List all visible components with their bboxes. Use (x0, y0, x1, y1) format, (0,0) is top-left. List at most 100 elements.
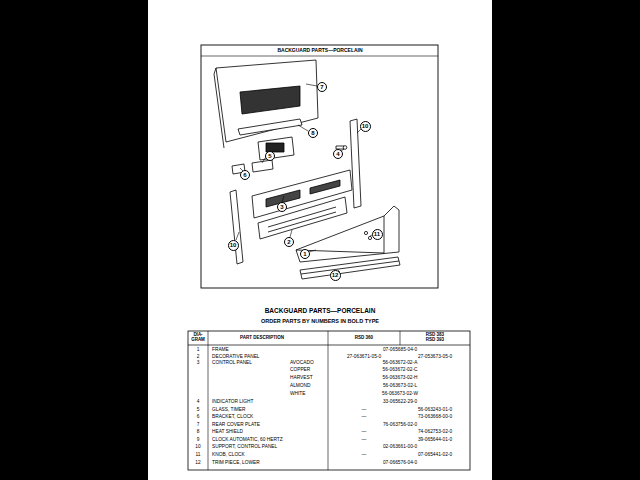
callout-text: 10 (361, 123, 370, 129)
illustration-frame (201, 45, 438, 288)
leader-line (236, 232, 239, 240)
callout-text: 2 (285, 239, 293, 245)
table-cell: — (362, 414, 367, 419)
callout-text: 6 (241, 172, 249, 178)
callout-number: 11 (372, 229, 383, 240)
callout-number: 10 (228, 240, 239, 251)
plate-flange (214, 68, 216, 74)
lower-trim-piece (300, 257, 400, 279)
rear-plate-window (240, 86, 300, 114)
callout-number: 7 (317, 82, 327, 92)
callout-number: 12 (330, 270, 341, 281)
table-cell: CLOCK AUTOMATIC, 60 HERTZ (212, 437, 283, 442)
table-cell: 07-065685-04-0 (383, 347, 417, 352)
table-cell: GLASS, TIMER (212, 407, 246, 412)
table-cell: 73-063668-00-0 (418, 414, 452, 419)
table-cell: 2 (197, 354, 200, 359)
callout-number: 4 (333, 149, 343, 159)
indicator-lens (343, 146, 347, 150)
screw (368, 236, 371, 239)
panel-slot (268, 212, 336, 232)
callout-text: 12 (331, 272, 340, 278)
decorative-panel (258, 197, 347, 239)
table-cell: 56-063673-02-L (383, 383, 417, 388)
table-cell: AVOCADO (290, 360, 314, 365)
table-cell: 6 (197, 414, 200, 419)
table-cell: 5 (197, 407, 200, 412)
table-cell: REAR COVER PLATE (212, 422, 260, 427)
table-cell: 56-063673-02-W (382, 391, 418, 396)
table-cell: HEAT SHIELD (212, 429, 243, 434)
table-cell: 4 (197, 399, 200, 404)
callout-text: 10 (229, 242, 238, 248)
table-cell: INDICATOR LIGHT (212, 399, 253, 404)
table-header: PART DESCRIPTION (240, 336, 284, 341)
callout-number: 3 (277, 202, 287, 212)
order-note: ORDER PARTS BY NUMBERS IN BOLD TYPE (261, 318, 379, 324)
table-cell: 9 (197, 437, 200, 442)
table-cell: HARVEST (290, 375, 313, 380)
control-panel-support (230, 190, 243, 264)
callout-text: 8 (309, 130, 317, 136)
table-cell: DECORATIVE PANEL (212, 354, 260, 359)
frame-header-rule (201, 56, 438, 57)
table-cell: 39-065644-01-0 (418, 437, 452, 442)
table-cell: FRAME (212, 347, 229, 352)
table-cell: 56-063672-02-A (383, 360, 418, 365)
frame-edge (384, 216, 385, 253)
control-panel-support (350, 119, 361, 208)
callout-number: 10 (360, 121, 371, 132)
table-cell: KNOB, CLOCK (212, 452, 245, 457)
frame-heading: BACKGUARD PARTS—PORCELAIN (277, 48, 362, 54)
clock (258, 137, 294, 160)
table-cell: BRACKET, CLOCK (212, 414, 253, 419)
table-cell: — (362, 452, 367, 457)
callout-text: 11 (373, 231, 382, 237)
table-cell: COPPER (290, 367, 310, 372)
callout-number: 5 (265, 151, 275, 161)
leader-line (309, 250, 316, 252)
table-cell: — (362, 407, 367, 412)
panel-window (310, 180, 340, 194)
table-cell: 02-063661-00-0 (383, 444, 417, 449)
table-cell: 7 (197, 422, 200, 427)
table-cell: SUPPORT, CONTROL PANEL (212, 444, 277, 449)
table-cell: 07-066576-04-0 (383, 460, 417, 465)
diagram-title: BACKGUARD PARTS—PORCELAIN (265, 307, 376, 314)
leader-line (298, 125, 308, 131)
table-cell: 12 (195, 460, 200, 465)
table-cell: 74-062753-02-0 (418, 429, 452, 434)
screw (364, 231, 367, 234)
table-cell: 10 (195, 444, 200, 449)
callout-text: 5 (266, 153, 274, 159)
callout-number: 6 (240, 170, 250, 180)
callout-text: 1 (301, 251, 309, 257)
page-ground (148, 0, 492, 480)
table-cell: 56-063673-02-H (383, 375, 418, 380)
table-cell: ALMOND (290, 383, 311, 388)
table-cell: — (362, 437, 367, 442)
callout-number: 8 (308, 128, 318, 138)
callout-text: 4 (334, 151, 342, 157)
leader-line (290, 230, 292, 237)
table-header: RSD 360 (355, 336, 373, 341)
backguard-frame (296, 206, 399, 262)
table-cell: 56-063672-02-C (383, 367, 418, 372)
table-cell: WHITE (290, 391, 305, 396)
table-cell: 56-063243-01-0 (418, 407, 452, 412)
table-column-rule (400, 331, 401, 345)
table-cell: 11 (196, 452, 201, 457)
table-cell: TRIM PIECE, LOWER (212, 460, 260, 465)
leader-line (306, 84, 317, 86)
trim-groove (301, 261, 399, 274)
table-cell: 1 (197, 347, 200, 352)
table-cell: 27-063671-05-0 (347, 354, 381, 359)
callout-text: 7 (318, 84, 326, 90)
callout-number: 2 (284, 237, 294, 247)
table-cell: 3 (197, 360, 200, 365)
rear-cover-plate (216, 60, 318, 142)
table-header: DIA- GRAM (191, 333, 205, 343)
table-column-rule (328, 331, 329, 470)
table-cell: 07-065441-02-0 (418, 452, 452, 457)
